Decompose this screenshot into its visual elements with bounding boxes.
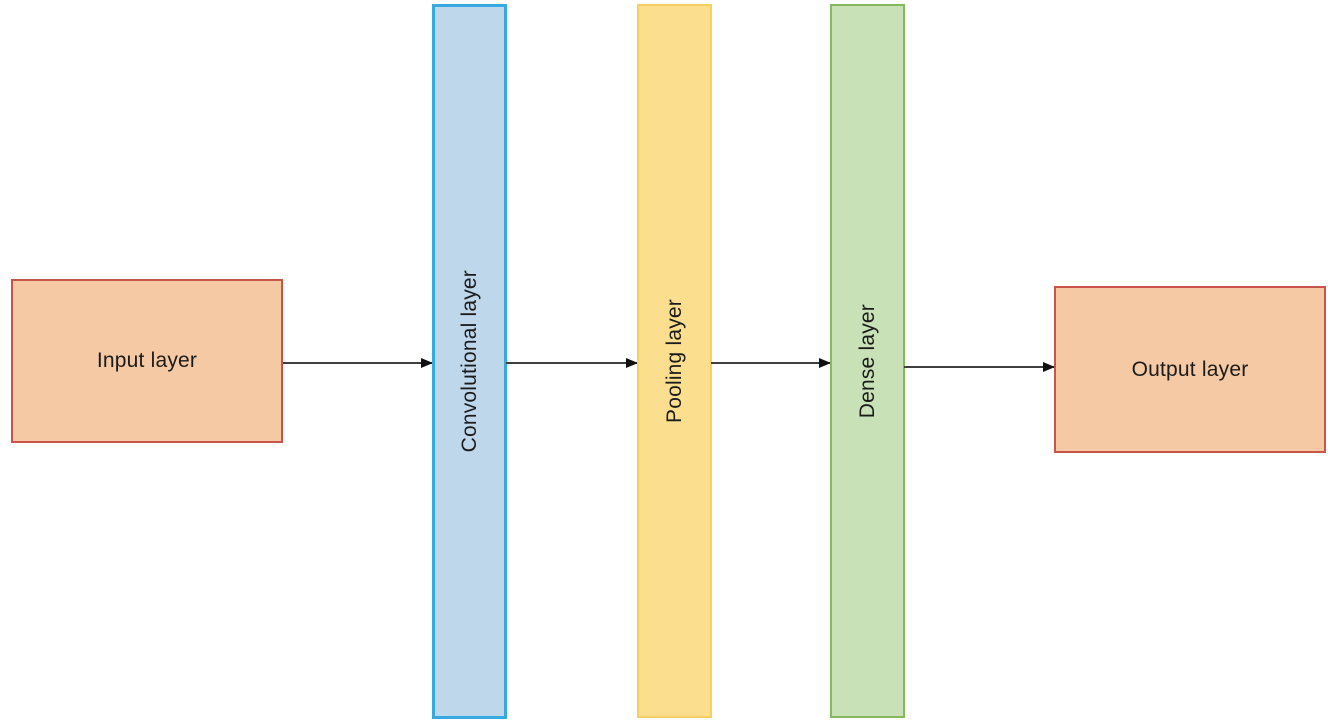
output-layer-node: Output layer xyxy=(1054,286,1326,453)
arrow-convolutional-to-pooling xyxy=(506,357,638,368)
output-layer-label: Output layer xyxy=(1131,357,1249,381)
arrow-right-icon xyxy=(1043,361,1055,372)
dense-layer-node: Dense layer xyxy=(830,4,905,718)
arrow-input-to-convolutional xyxy=(283,357,433,368)
input-layer-node: Input layer xyxy=(11,279,283,443)
input-layer-label: Input layer xyxy=(96,349,198,372)
arrow-right-icon xyxy=(626,357,638,368)
pooling-layer-node: Pooling layer xyxy=(637,4,712,718)
pooling-layer-label: Pooling layer xyxy=(662,298,686,423)
convolutional-layer-node: Convolutional layer xyxy=(432,4,507,719)
dense-layer-label: Dense layer xyxy=(855,303,879,419)
arrow-dense-to-output xyxy=(904,361,1055,372)
convolutional-layer-label: Convolutional layer xyxy=(457,270,481,453)
arrow-pooling-to-dense xyxy=(711,357,831,368)
arrow-right-icon xyxy=(421,357,433,368)
arrow-right-icon xyxy=(819,357,831,368)
